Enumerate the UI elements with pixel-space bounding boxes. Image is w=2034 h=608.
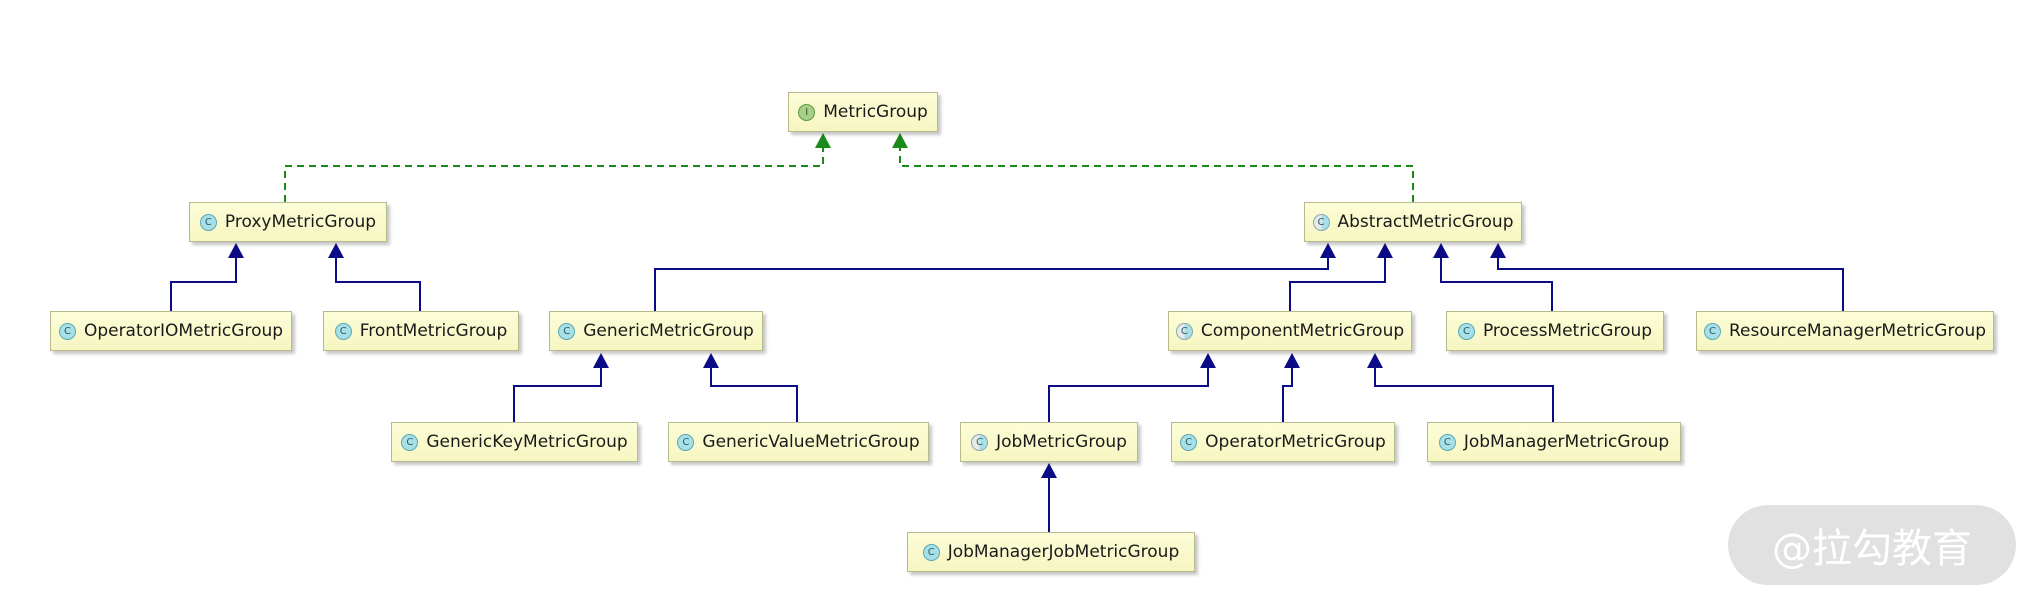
node-component-metric-group[interactable]: C ComponentMetricGroup bbox=[1168, 311, 1412, 351]
node-metric-group[interactable]: I MetricGroup bbox=[788, 92, 938, 132]
edge-operatorio-to-proxy bbox=[170, 243, 244, 311]
node-label: JobManagerJobMetricGroup bbox=[947, 542, 1180, 562]
edge-line bbox=[335, 257, 421, 311]
arrowhead-icon bbox=[1367, 353, 1383, 368]
abstract-class-icon: C bbox=[1175, 322, 1193, 340]
class-icon: C bbox=[401, 433, 419, 451]
edge-line bbox=[710, 367, 798, 422]
arrowhead-icon bbox=[1041, 463, 1057, 478]
edge-line bbox=[1497, 257, 1844, 311]
node-job-metric-group[interactable]: C JobMetricGroup bbox=[960, 422, 1138, 462]
class-icon: C bbox=[922, 543, 940, 561]
edge-line bbox=[899, 147, 1414, 202]
node-front-metric-group[interactable]: C FrontMetricGroup bbox=[323, 311, 519, 351]
class-icon: C bbox=[558, 322, 576, 340]
node-label: AbstractMetricGroup bbox=[1337, 212, 1514, 232]
class-icon: C bbox=[1457, 322, 1475, 340]
edge-line bbox=[654, 257, 1329, 311]
node-label: FrontMetricGroup bbox=[359, 321, 508, 341]
node-operator-metric-group[interactable]: C OperatorMetricGroup bbox=[1171, 422, 1395, 462]
edge-line bbox=[284, 147, 824, 202]
class-icon: C bbox=[677, 433, 695, 451]
edge-genericvalue-to-generic bbox=[703, 353, 798, 422]
edge-resourcemanager-to-abstract bbox=[1490, 243, 1844, 311]
node-label: OperatorMetricGroup bbox=[1205, 432, 1386, 452]
edge-line bbox=[1282, 367, 1293, 422]
class-icon: C bbox=[1180, 433, 1198, 451]
edge-front-to-proxy bbox=[328, 243, 421, 311]
node-label: GenericValueMetricGroup bbox=[702, 432, 920, 452]
edge-jobmanager-to-component bbox=[1367, 353, 1554, 422]
edge-generic-to-abstract bbox=[654, 243, 1336, 311]
node-process-metric-group[interactable]: C ProcessMetricGroup bbox=[1446, 311, 1664, 351]
arrowhead-icon bbox=[1284, 353, 1300, 368]
node-label: JobMetricGroup bbox=[996, 432, 1127, 452]
edge-operator-to-component bbox=[1282, 353, 1300, 422]
node-resource-manager-metric-group[interactable]: C ResourceManagerMetricGroup bbox=[1696, 311, 1994, 351]
node-proxy-metric-group[interactable]: C ProxyMetricGroup bbox=[189, 202, 387, 242]
node-label: OperatorIOMetricGroup bbox=[83, 321, 284, 341]
node-job-manager-job-metric-group[interactable]: C JobManagerJobMetricGroup bbox=[907, 532, 1195, 572]
arrowhead-icon bbox=[1433, 243, 1449, 258]
edge-line bbox=[170, 257, 237, 311]
arrowhead-icon bbox=[1490, 243, 1506, 258]
edge-job-to-component bbox=[1048, 353, 1216, 422]
edge-component-to-abstract bbox=[1289, 243, 1393, 311]
edge-line bbox=[1289, 257, 1386, 311]
node-label: GenericKeyMetricGroup bbox=[426, 432, 628, 452]
watermark: @拉勾教育 bbox=[1728, 505, 2016, 585]
edge-line bbox=[1374, 367, 1554, 422]
edge-generickey-to-generic bbox=[513, 353, 609, 422]
node-label: ResourceManagerMetricGroup bbox=[1728, 321, 1987, 341]
class-icon: C bbox=[1703, 322, 1721, 340]
node-label: ComponentMetricGroup bbox=[1200, 321, 1405, 341]
arrowhead-icon bbox=[328, 243, 344, 258]
node-generic-key-metric-group[interactable]: C GenericKeyMetricGroup bbox=[391, 422, 638, 462]
edge-jobmanagerjob-to-job bbox=[1041, 463, 1057, 532]
abstract-class-icon: C bbox=[1312, 213, 1330, 231]
abstract-class-icon: C bbox=[971, 433, 989, 451]
arrowhead-icon bbox=[815, 133, 831, 148]
edge-abstract-to-metricgroup bbox=[892, 133, 1414, 202]
node-label: JobManagerMetricGroup bbox=[1463, 432, 1670, 452]
edge-line bbox=[513, 367, 602, 422]
arrowhead-icon bbox=[593, 353, 609, 368]
node-label: GenericMetricGroup bbox=[583, 321, 754, 341]
edge-process-to-abstract bbox=[1433, 243, 1553, 311]
class-icon: C bbox=[199, 213, 217, 231]
edge-line bbox=[1048, 367, 1209, 422]
class-icon: C bbox=[334, 322, 352, 340]
arrowhead-icon bbox=[228, 243, 244, 258]
class-icon: C bbox=[1438, 433, 1456, 451]
arrowhead-icon bbox=[892, 133, 908, 148]
node-label: ProcessMetricGroup bbox=[1482, 321, 1653, 341]
class-icon: C bbox=[58, 322, 76, 340]
node-job-manager-metric-group[interactable]: C JobManagerMetricGroup bbox=[1427, 422, 1681, 462]
arrowhead-icon bbox=[1377, 243, 1393, 258]
edge-proxy-to-metricgroup bbox=[284, 133, 831, 202]
node-operator-io-metric-group[interactable]: C OperatorIOMetricGroup bbox=[50, 311, 292, 351]
node-label: MetricGroup bbox=[823, 102, 928, 122]
node-generic-metric-group[interactable]: C GenericMetricGroup bbox=[549, 311, 763, 351]
arrowhead-icon bbox=[1200, 353, 1216, 368]
node-abstract-metric-group[interactable]: C AbstractMetricGroup bbox=[1304, 202, 1522, 242]
arrowhead-icon bbox=[1320, 243, 1336, 258]
node-generic-value-metric-group[interactable]: C GenericValueMetricGroup bbox=[668, 422, 929, 462]
arrowhead-icon bbox=[703, 353, 719, 368]
edge-line bbox=[1440, 257, 1553, 311]
interface-icon: I bbox=[798, 103, 816, 121]
node-label: ProxyMetricGroup bbox=[224, 212, 377, 232]
